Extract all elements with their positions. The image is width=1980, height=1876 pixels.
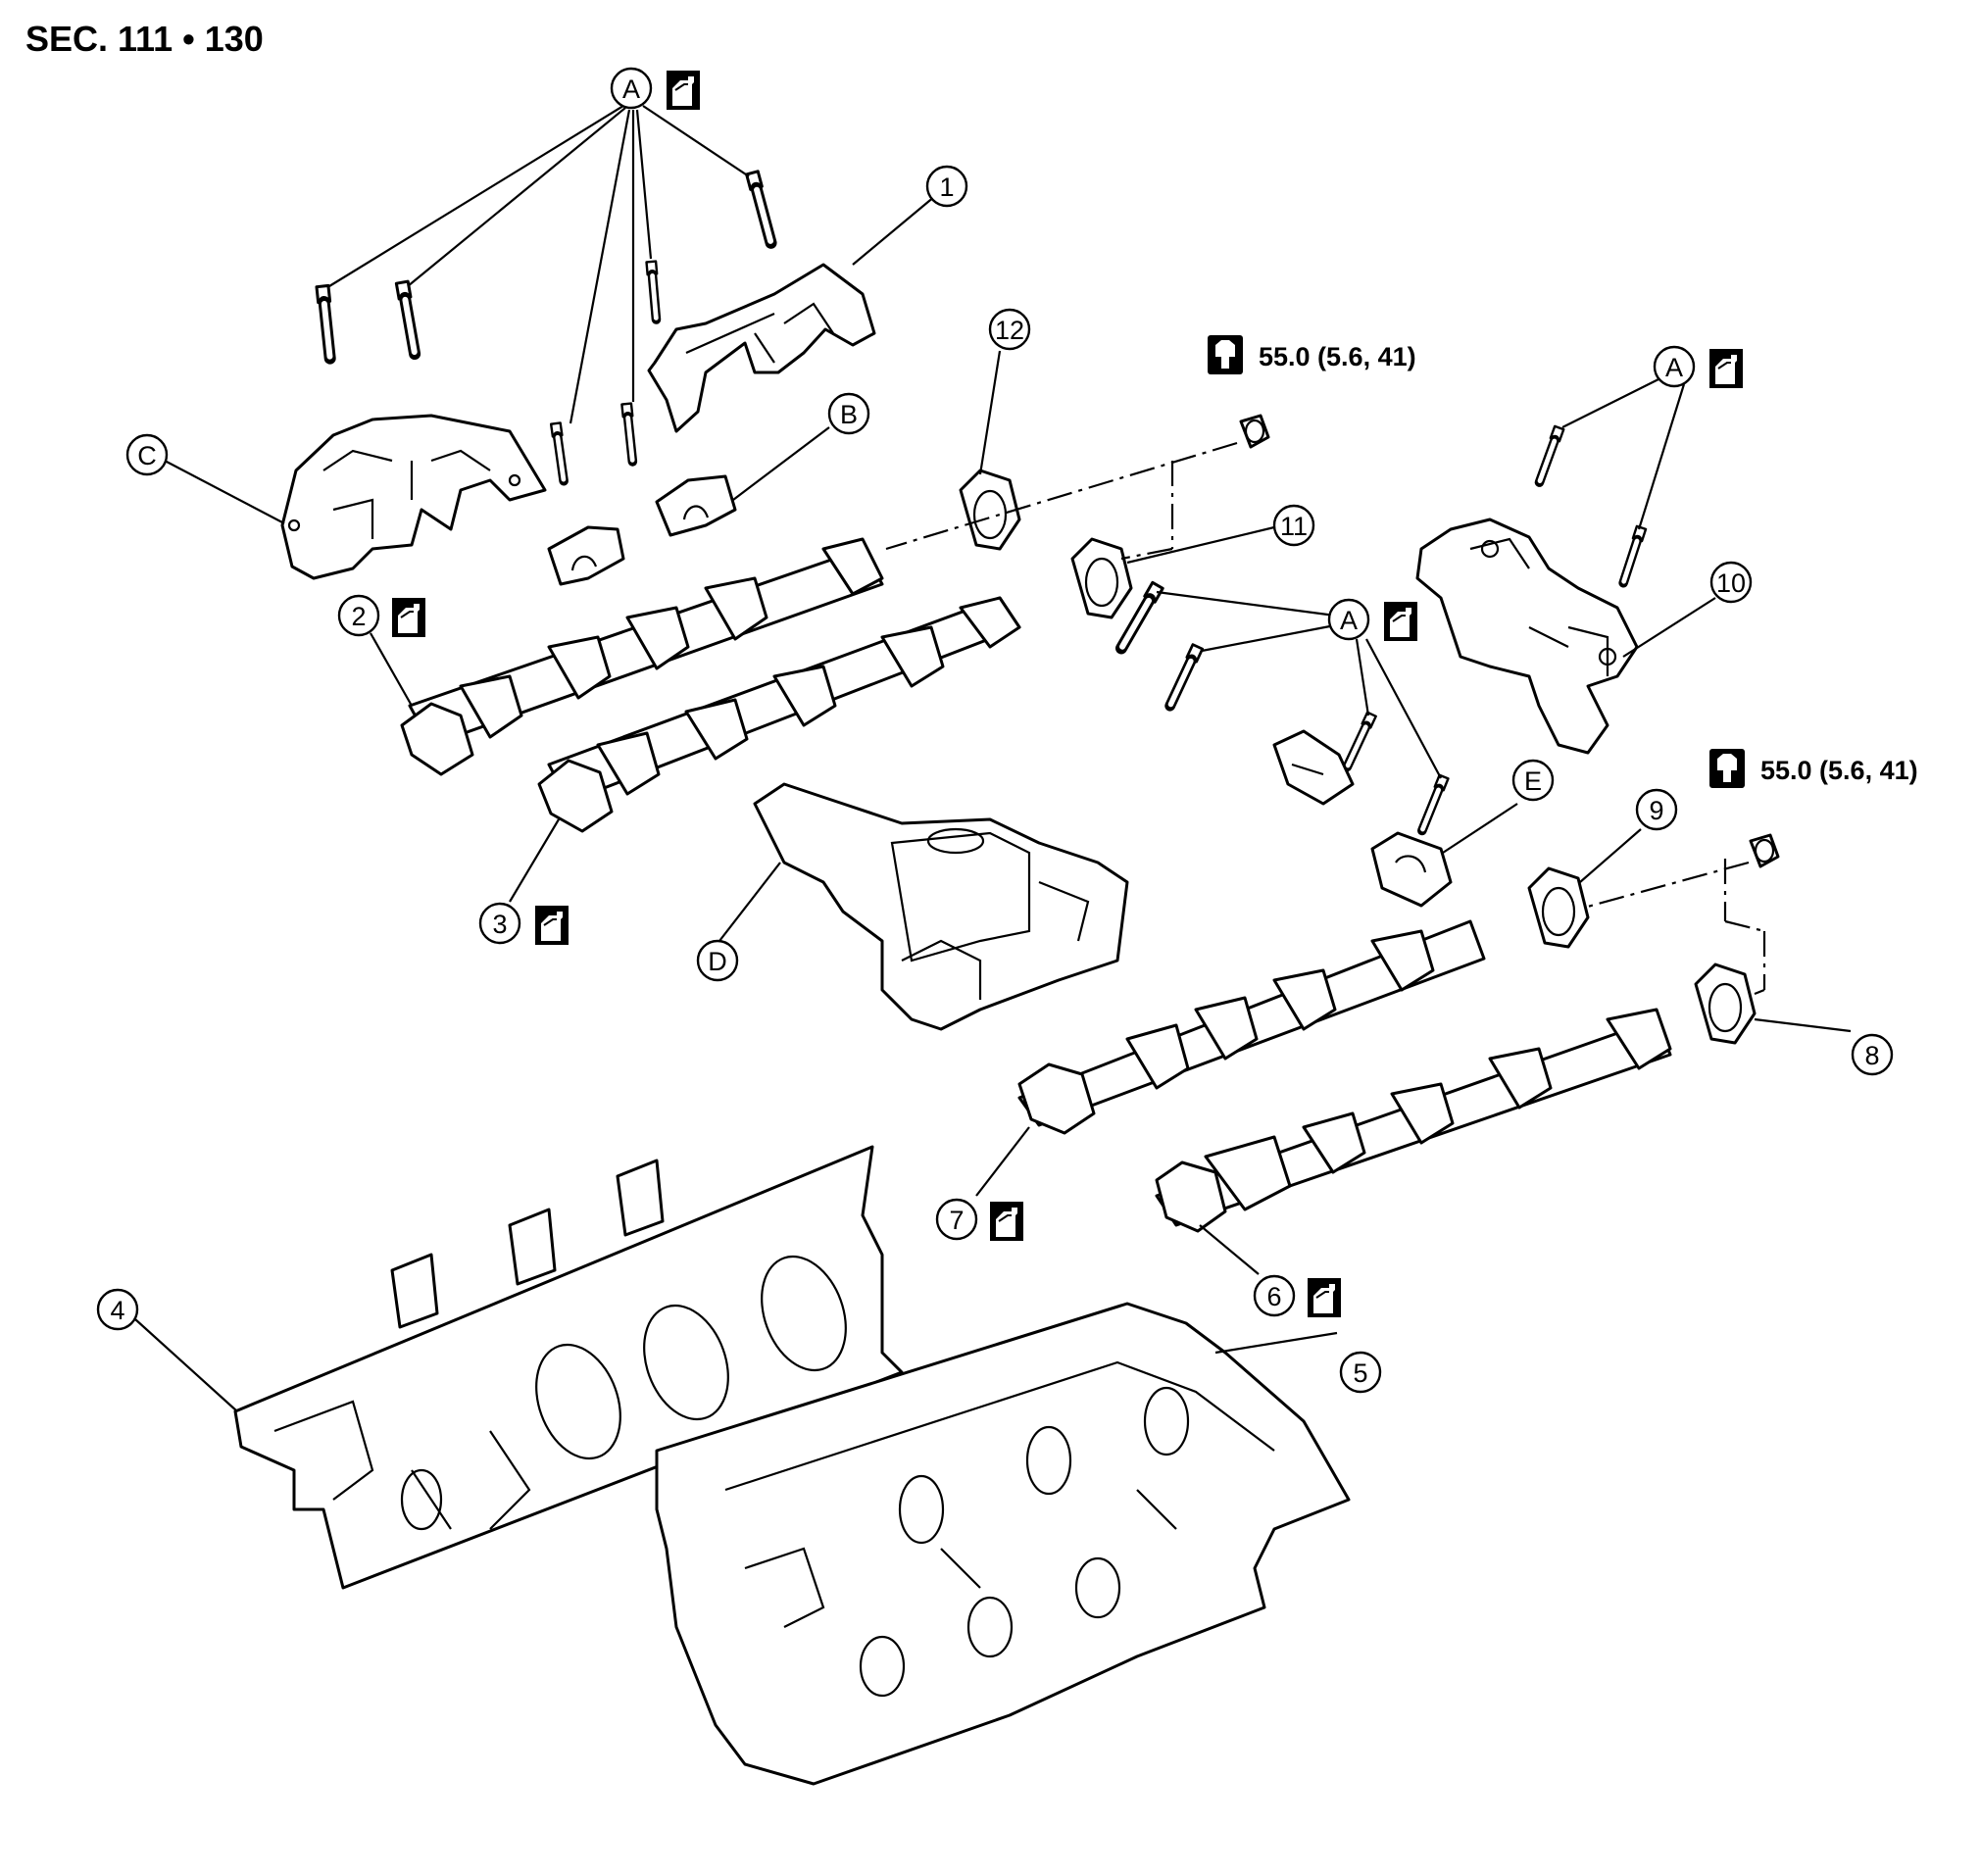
part-9-signal-plate (1527, 866, 1590, 949)
svg-text:7: 7 (949, 1206, 964, 1235)
callout-11: 11 (1272, 504, 1315, 547)
callout-5: 5 (1339, 1351, 1382, 1394)
svg-text:12: 12 (995, 316, 1024, 345)
callout-10: 10 (1709, 561, 1753, 604)
svg-text:A: A (1665, 353, 1683, 382)
callout-d: D (696, 939, 739, 982)
callout-2: 2 (337, 594, 380, 637)
svg-text:6: 6 (1266, 1282, 1281, 1311)
torque-bolt-upper (1239, 414, 1270, 449)
svg-text:9: 9 (1649, 796, 1663, 825)
callout-e: E (1511, 759, 1555, 802)
svg-text:5: 5 (1353, 1358, 1367, 1388)
callout-c: C (125, 433, 169, 476)
part-8-signal-plate (1694, 963, 1757, 1045)
engine-oil-icon (1307, 1277, 1342, 1318)
camshaft-cap-right (1272, 729, 1355, 806)
leaders-a-top (328, 105, 750, 424)
svg-text:11: 11 (1280, 512, 1308, 541)
section-title: SEC. 111 • 130 (25, 19, 264, 59)
callout-6: 6 (1253, 1274, 1296, 1317)
part-2-camshaft (400, 537, 884, 776)
leaders-a-right (1156, 373, 1686, 779)
engine-oil-icon (534, 905, 569, 946)
engine-oil-icon (391, 597, 426, 638)
part-c-cover (280, 414, 547, 580)
svg-text:A: A (622, 74, 640, 104)
engine-oil-icon (666, 70, 701, 111)
torque-wrench-icon (1208, 335, 1243, 374)
callout-b: B (827, 392, 870, 435)
svg-text:4: 4 (110, 1296, 124, 1325)
svg-text:A: A (1340, 606, 1358, 635)
part-7-camshaft (1017, 919, 1486, 1135)
camshaft-cap-small (547, 525, 625, 586)
part-12-signal-plate (959, 469, 1021, 551)
callout-9: 9 (1635, 788, 1678, 831)
svg-text:3: 3 (492, 910, 507, 939)
part-10-camshaft-bracket (1415, 518, 1639, 755)
svg-text:B: B (840, 400, 858, 429)
dash-lines-lower (1583, 859, 1766, 996)
callout-a-top: A (610, 67, 653, 110)
svg-text:8: 8 (1864, 1041, 1879, 1070)
callout-7: 7 (935, 1198, 978, 1241)
svg-text:E: E (1524, 766, 1542, 796)
part-5-cylinder-head (655, 1302, 1351, 1786)
callout-8: 8 (1851, 1033, 1894, 1076)
callout-4: 4 (96, 1288, 139, 1331)
torque-spec-lower: 55.0 (5.6, 41) (1760, 756, 1918, 785)
part-e-cap (1370, 831, 1453, 908)
part-6-camshaft (1155, 1008, 1672, 1233)
part-b-cap (655, 474, 737, 537)
svg-text:D: D (708, 947, 727, 976)
torque-spec-upper: 55.0 (5.6, 41) (1259, 342, 1416, 371)
svg-text:10: 10 (1716, 568, 1746, 598)
svg-text:C: C (137, 441, 157, 470)
torque-bolt-lower (1749, 833, 1780, 868)
engine-oil-icon (1708, 348, 1744, 389)
callout-a-middle: A (1327, 598, 1370, 641)
callout-a-right: A (1653, 345, 1696, 388)
part-3-camshaft (537, 596, 1021, 833)
engine-oil-icon (989, 1201, 1024, 1242)
torque-wrench-icon (1709, 749, 1745, 788)
svg-text:2: 2 (351, 602, 366, 631)
part-4-cylinder-head (233, 1145, 904, 1590)
part-11-signal-plate (1070, 537, 1133, 619)
part-d-bracket (753, 782, 1129, 1031)
callout-12: 12 (988, 308, 1031, 351)
engine-oil-icon (1383, 601, 1418, 642)
callout-1: 1 (925, 165, 968, 208)
svg-text:1: 1 (939, 173, 954, 202)
callout-3: 3 (478, 902, 521, 945)
callout-leaders (134, 195, 1852, 1412)
dash-lines-upper (885, 441, 1238, 561)
part-1-camshaft-bracket (647, 263, 876, 433)
